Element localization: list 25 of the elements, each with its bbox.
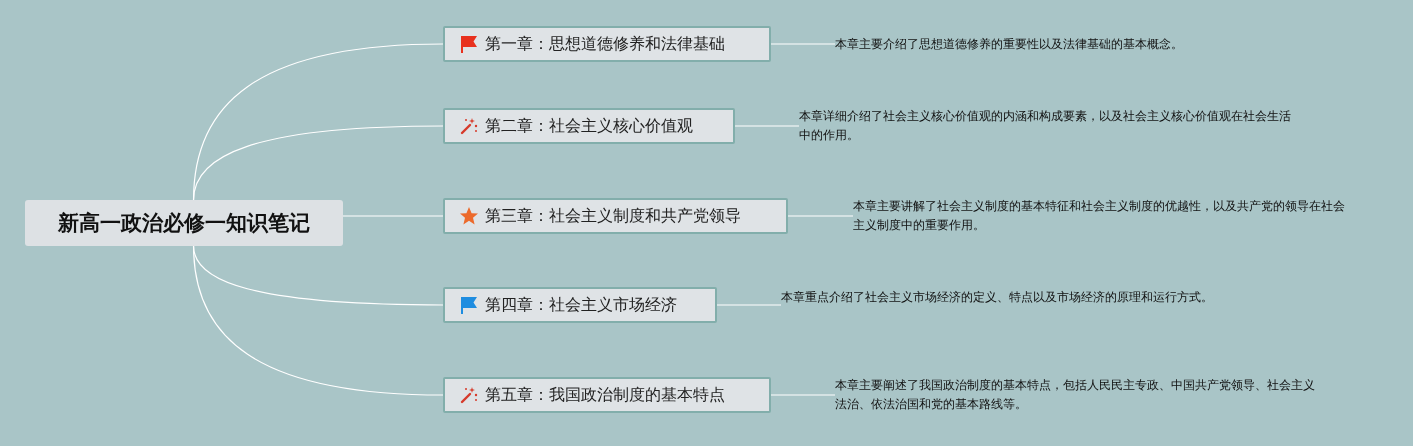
topic-title: 新高一政治必修一知识笔记 <box>58 210 310 237</box>
connector-line <box>770 394 836 396</box>
connector-line <box>787 215 854 217</box>
topic-box <box>443 108 735 144</box>
note-text: 本章主要阐述了我国政治制度的基本特点，包括人民民主专政、中国共产党领导、社会主义法治、依法治国和党的基本路线等。 <box>835 376 1315 414</box>
note-text: 本章重点介绍了社会主义市场经济的定义、特点以及市场经济的原理和运行方式。 <box>781 288 1281 326</box>
connector-line <box>770 43 836 45</box>
central-topic-box <box>25 200 343 246</box>
topic-box <box>443 377 771 413</box>
note-text: 本章主要介绍了思想道德修养的重要性以及法律基础的基本概念。 <box>835 35 1255 54</box>
note-text: 本章详细介绍了社会主义核心价值观的内涵和构成要素，以及社会主义核心价值观在社会生活中的作用。 <box>799 107 1299 145</box>
topic-title: 第一章：思想道德修养和法律基础 <box>485 33 725 55</box>
connector-line <box>192 245 444 396</box>
topic-box <box>443 198 788 234</box>
topic-title: 第二章：社会主义核心价值观 <box>485 115 693 137</box>
topic-box <box>443 287 717 323</box>
connector-line <box>734 125 800 127</box>
connector-line <box>342 215 444 217</box>
connector-line <box>192 125 444 201</box>
note-text: 本章主要讲解了社会主义制度的基本特征和社会主义制度的优越性，以及共产党的领导在社会主义制度中的重要作用。 <box>853 197 1353 235</box>
topic-box <box>443 26 771 62</box>
topic-title: 第四章：社会主义市场经济 <box>485 294 677 316</box>
connector-line <box>716 304 782 306</box>
topic-title: 第三章：社会主义制度和共产党领导 <box>485 205 741 227</box>
topic-title: 第五章：我国政治制度的基本特点 <box>485 384 725 406</box>
